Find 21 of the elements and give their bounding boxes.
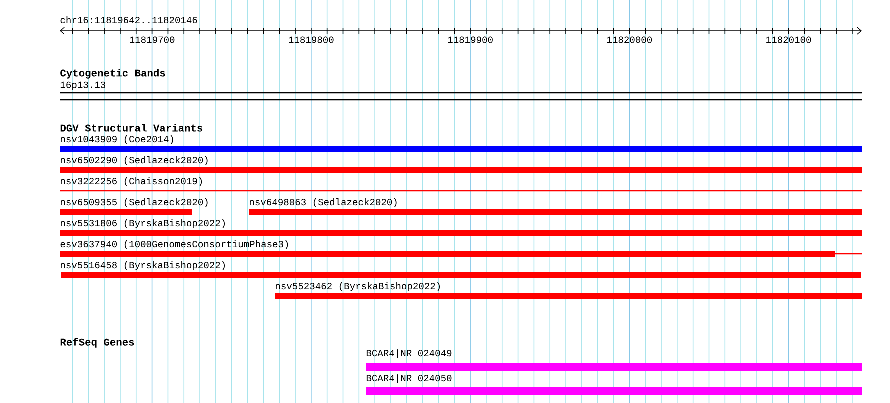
feature-label: nsv6502290 (Sedlazeck2020) [61,156,208,166]
track-heading: DGV Structural Variants [60,124,203,132]
feature-label: esv3637940 (1000GenomesConsortiumPhase3) [60,240,288,250]
track-heading: Cytogenetic Bands [60,69,166,79]
feature-label: BCAR4|NR_024049 [366,350,452,358]
tick-label: 11819700 [130,36,175,44]
feature-label: BCAR4|NR_024050 [366,374,452,384]
track-heading: RefSeq Genes [60,338,134,348]
feature-label: nsv1043909 (Coe2014) [61,136,174,144]
feature-label: nsv5516458 (ByrskaBishop2022) [61,262,225,270]
feature-label: nsv3222256 (Chaisson2019) [61,178,202,186]
feature-label: nsv5523462 (ByrskaBishop2022) [276,282,440,292]
tick-label: 11819800 [289,36,334,44]
feature-label: nsv6509355 (Sedlazeck2020) [61,198,208,208]
tick-label: 11820000 [607,36,652,44]
feature-label: nsv6498063 (Sedlazeck2020) [250,198,397,208]
track-title: chr16:11819642..11820146 [60,16,198,24]
tick-label: 11819900 [448,36,493,44]
tick-label: 11820100 [766,36,812,44]
feature-label: nsv5531806 (ByrskaBishop2022) [61,220,225,228]
band-label: 16p13.13 [60,82,106,90]
